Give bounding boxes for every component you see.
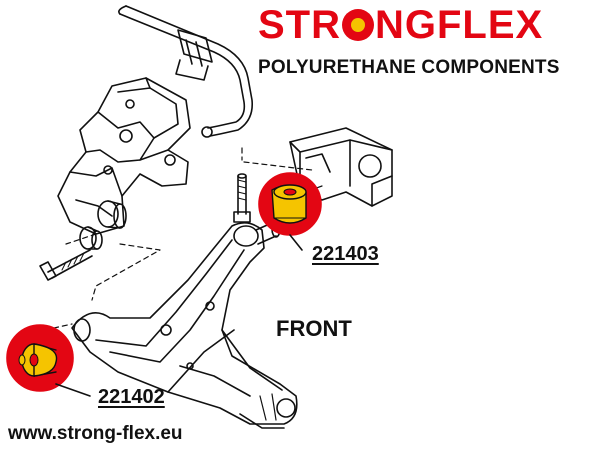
bushing-ring-icon: [342, 9, 374, 41]
sway-bar-drawing: [118, 5, 254, 138]
bushing-highlight-221403: [258, 172, 322, 236]
website-url[interactable]: www.strong-flex.eu: [8, 423, 183, 444]
brand-logo: STR NGFLEX: [258, 2, 543, 48]
brand-name-start: STR: [258, 3, 341, 47]
subframe-drawing: [57, 77, 191, 250]
bolt-drawings: [39, 173, 251, 281]
direction-label: FRONT: [276, 316, 352, 341]
leader-lines: [55, 234, 303, 397]
bushing-highlight-221402: [6, 324, 74, 392]
part-number-221402: 221402: [98, 386, 165, 408]
control-arm-drawing: [71, 220, 298, 429]
brand-name-end: NGFLEX: [375, 3, 544, 47]
part-number-221403: 221403: [312, 243, 379, 265]
brand-tagline: POLYURETHANE COMPONENTS: [258, 57, 560, 78]
